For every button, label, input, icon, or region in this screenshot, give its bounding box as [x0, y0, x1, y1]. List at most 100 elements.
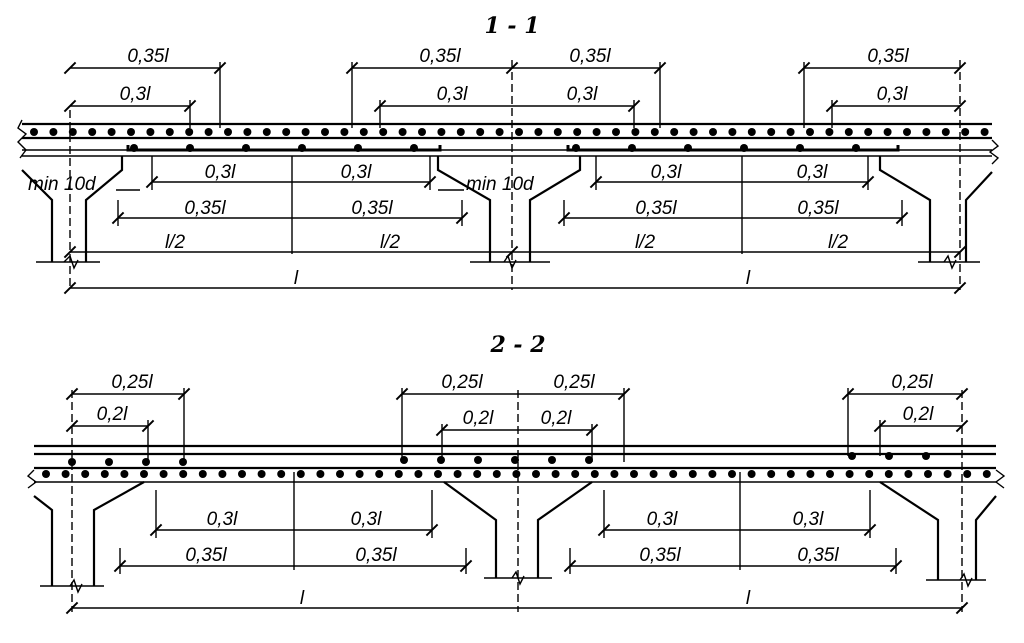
rebar-dot — [670, 128, 679, 136]
dim-bot-03l: 0,3l — [207, 509, 238, 530]
rebar-dot — [437, 456, 445, 464]
dim-bot-035l: 0,35l — [184, 198, 226, 219]
dim-half-span: l/2 — [380, 232, 401, 253]
rebar-dot — [130, 144, 138, 152]
slab-2 — [26, 444, 1006, 489]
rebar-dot — [728, 128, 737, 136]
rebar-dot — [107, 128, 116, 136]
rebar-dot — [684, 144, 692, 152]
rebar-dot — [476, 128, 485, 136]
slab-1 — [17, 119, 1000, 165]
dim-top-02l: 0,2l — [97, 404, 128, 425]
rebar-dot — [825, 128, 834, 136]
rebar-dot — [585, 456, 593, 464]
min-anchor-label: min 10d — [466, 174, 535, 195]
dim-bot-03l: 0,3l — [797, 162, 828, 183]
rebar-dot — [689, 128, 698, 136]
rebar-dot — [354, 144, 362, 152]
section-2-title: 2 - 2 — [489, 332, 545, 358]
rebar-dot — [649, 470, 658, 478]
rebar-dot — [865, 470, 874, 478]
rebar-dot — [120, 470, 129, 478]
rebar-dot — [186, 144, 194, 152]
dim-bot-035l: 0,35l — [351, 198, 393, 219]
dim-span: l — [746, 588, 751, 609]
rebar-dot — [883, 128, 892, 136]
dim-bot-035l: 0,35l — [185, 545, 227, 566]
rebar-dot — [410, 144, 418, 152]
rebar-dot — [628, 144, 636, 152]
rebar-dot — [688, 470, 697, 478]
rebar-dot — [179, 458, 187, 466]
dim-top-03l: 0,3l — [120, 84, 151, 105]
rebar-dot — [747, 128, 756, 136]
rebar-dot — [159, 470, 168, 478]
dim-top-03l: 0,3l — [437, 84, 468, 105]
dim-span: l — [300, 588, 305, 609]
rebar-dot — [806, 128, 814, 136]
rebar-dot — [224, 128, 232, 136]
dim-top-03l: 0,3l — [877, 84, 908, 105]
rebar-dot — [243, 128, 252, 136]
rebar-dot — [88, 128, 97, 136]
rebar-dot — [453, 470, 462, 478]
rebar-dot — [904, 470, 913, 478]
rebar-dot — [359, 128, 368, 136]
rebar-dot — [767, 128, 776, 136]
rebar-dot — [982, 470, 991, 478]
bottom-mesh-1 — [126, 145, 900, 152]
rebar-dot — [885, 452, 893, 460]
dim-top-02l: 0,2l — [903, 404, 934, 425]
rebar-dot — [852, 144, 860, 152]
rebar-dot — [551, 470, 560, 478]
rebar-dot — [398, 128, 407, 136]
rebar-dot — [204, 128, 213, 136]
dim-bot-035l: 0,35l — [797, 198, 839, 219]
rebar-dot — [963, 470, 972, 478]
rebar-dot — [708, 470, 717, 478]
rebar-dot — [277, 470, 286, 478]
bottom-dimensions-1: 0,3l 0,3l 0,35l 0,35l l/2 l/2 0,3l 0,3l … — [28, 156, 967, 295]
rebar-dot — [142, 458, 150, 466]
rebar-dot — [61, 470, 70, 478]
rebar-dot — [105, 458, 113, 466]
rebar-dot — [185, 128, 194, 136]
rebar-dot — [826, 470, 834, 478]
rebar-dot — [321, 128, 329, 136]
rebar-dot — [573, 128, 582, 136]
rebar-dot — [941, 128, 950, 136]
rebar-dot — [630, 470, 638, 478]
rebar-dot — [848, 452, 856, 460]
rebar-dot — [943, 470, 952, 478]
rebar-dot — [242, 144, 250, 152]
section-1-title: 1 - 1 — [484, 13, 539, 39]
rebar-dot — [512, 470, 521, 478]
rebar-dot — [532, 470, 540, 478]
rebar-dot — [100, 470, 109, 478]
bottom-dimensions-2: 0,3l 0,3l 0,35l 0,35l 0,3l 0,3l 0,35l 0,… — [65, 472, 969, 615]
rebar-dot — [515, 128, 523, 136]
rebar-dot — [473, 470, 482, 478]
rebar-dot — [806, 470, 815, 478]
rebar-dot — [127, 128, 135, 136]
rebar-dot — [740, 144, 748, 152]
rebar-dot — [980, 128, 989, 136]
rebar-dot — [922, 128, 931, 136]
rebar-dot — [922, 452, 930, 460]
rebar-dot — [42, 470, 50, 478]
rebar-dot — [728, 470, 736, 478]
dim-top-025l: 0,25l — [441, 372, 483, 393]
dim-span: l — [746, 268, 751, 289]
rebar-dot — [961, 128, 970, 136]
rebar-dot — [796, 144, 804, 152]
rebar-dot — [437, 128, 446, 136]
dim-span: l — [294, 268, 299, 289]
rebar-dot — [456, 128, 465, 136]
rebar-dot — [610, 470, 619, 478]
rebar-dot — [418, 128, 426, 136]
rebar-dot — [492, 470, 501, 478]
rebar-dot — [218, 470, 227, 478]
rebar-dot — [257, 470, 266, 478]
dim-bot-03l: 0,3l — [651, 162, 682, 183]
